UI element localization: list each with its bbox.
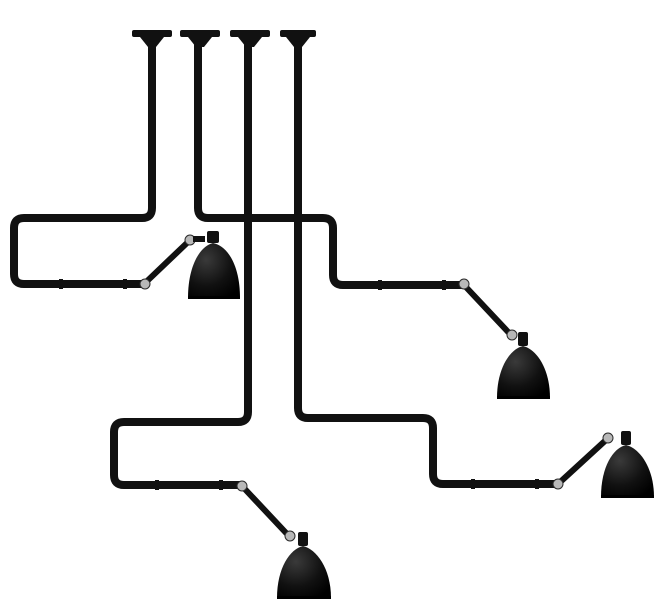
dome-lamp-shade-icon bbox=[188, 231, 240, 299]
hinge-icon bbox=[602, 432, 614, 444]
rod-clips bbox=[59, 279, 539, 490]
ceiling-canopies bbox=[132, 30, 316, 47]
dome-lamp-shade-icon bbox=[497, 332, 550, 399]
lamp-4 bbox=[552, 431, 654, 498]
dome-lamp-shade-icon bbox=[601, 431, 654, 498]
rod-1 bbox=[10, 41, 156, 288]
rod-4 bbox=[294, 41, 560, 488]
lamp-rods bbox=[10, 41, 560, 489]
rod-3 bbox=[110, 41, 252, 489]
hinge-icon bbox=[284, 530, 296, 542]
hinge-icon bbox=[139, 278, 151, 290]
dome-lamp-shade-icon bbox=[277, 532, 331, 599]
hinge-icon bbox=[506, 329, 518, 341]
lamp-2 bbox=[458, 278, 550, 399]
hinge-icon bbox=[552, 478, 564, 490]
lamp-1 bbox=[139, 231, 240, 299]
rod-2 bbox=[194, 41, 466, 289]
hinge-icon bbox=[236, 480, 248, 492]
lamp-3 bbox=[236, 480, 331, 599]
hinge-icon bbox=[458, 278, 470, 290]
